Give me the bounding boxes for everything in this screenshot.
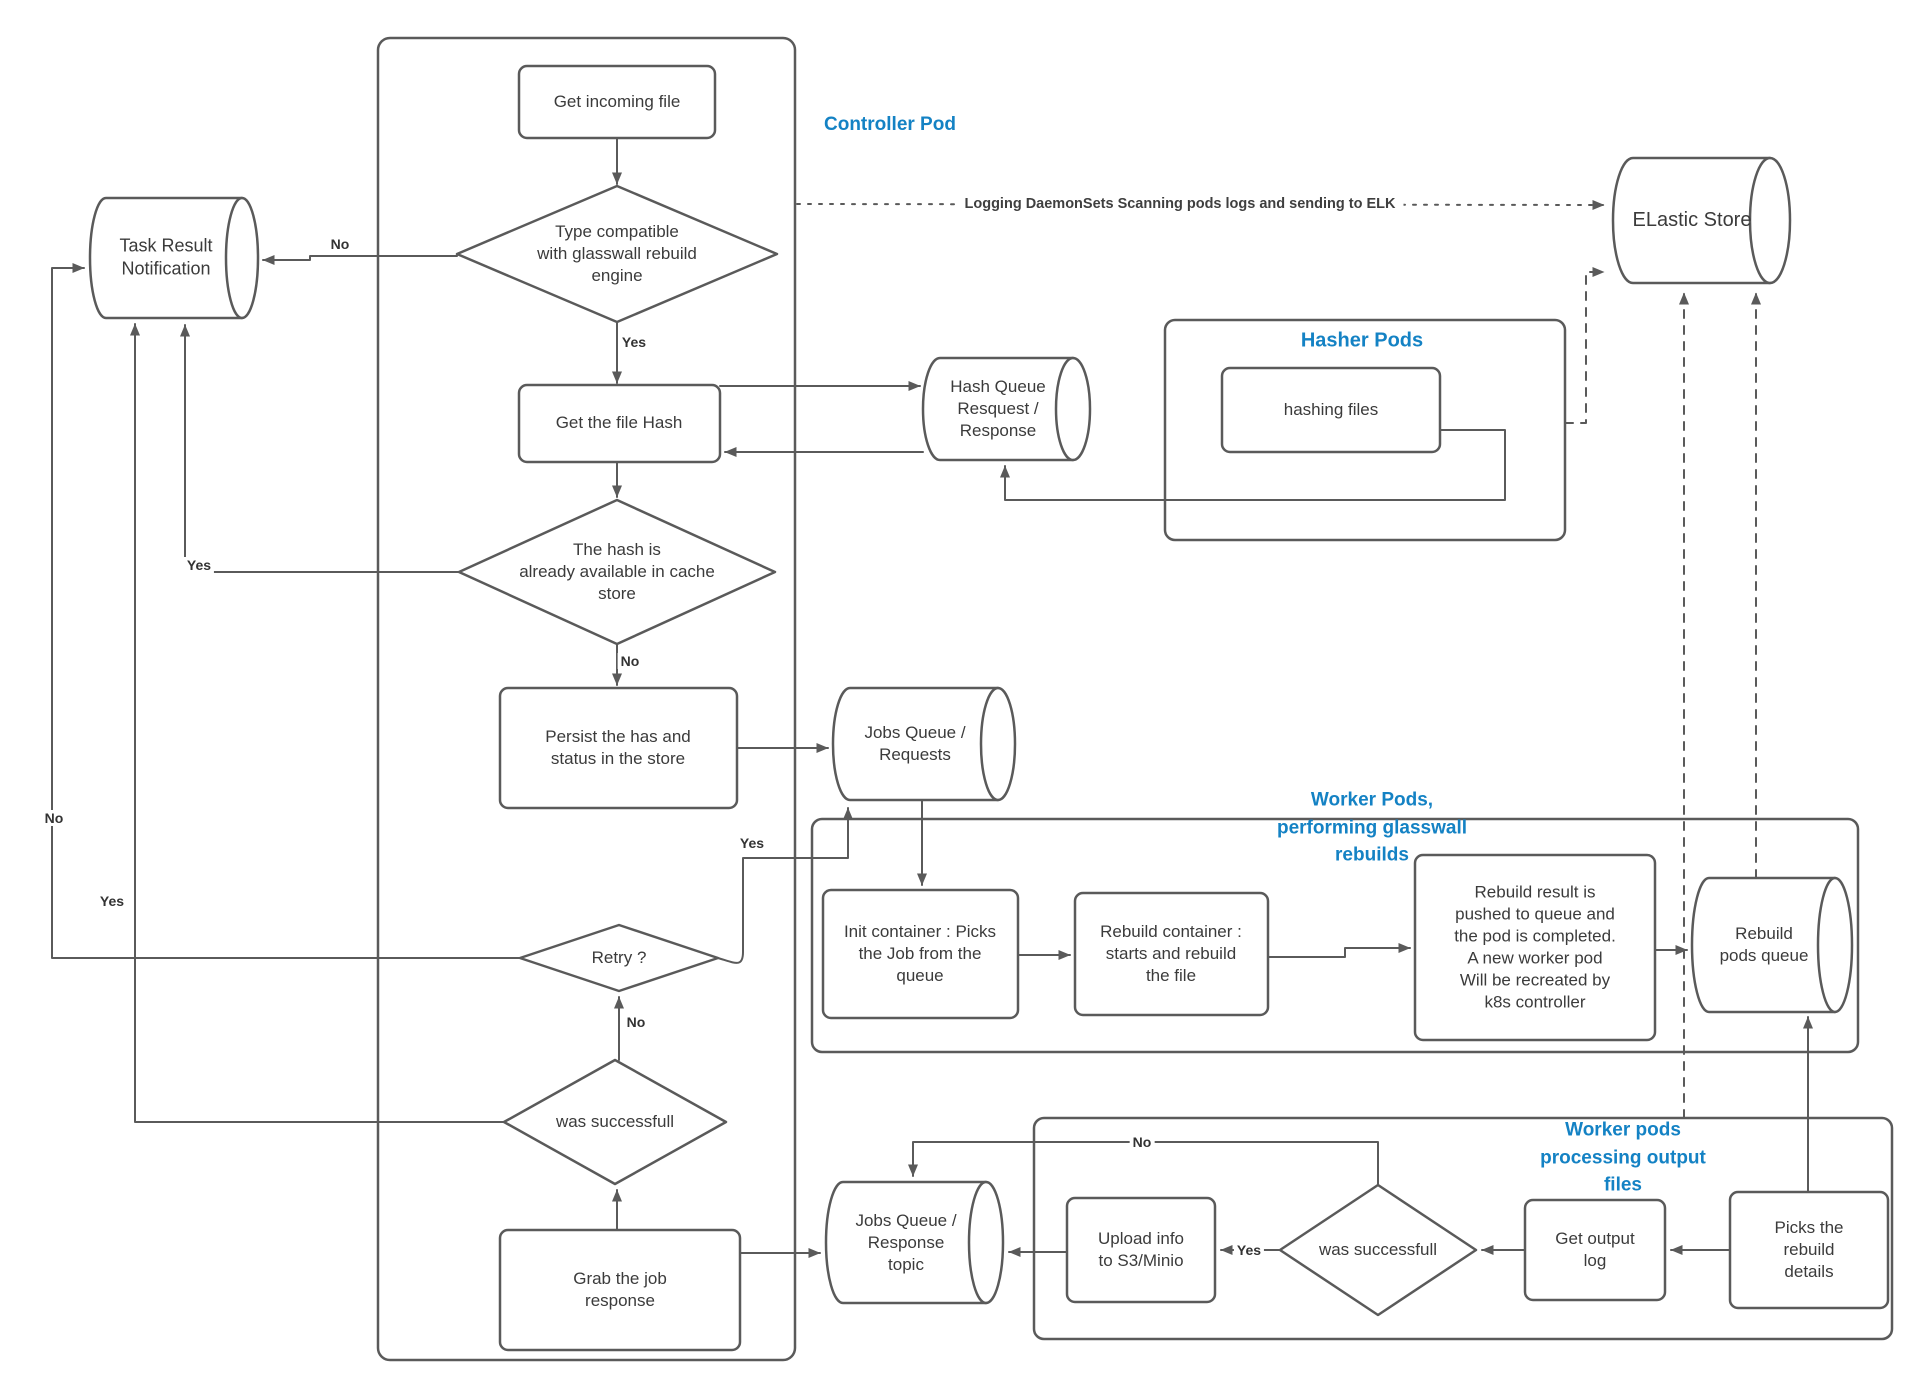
node-picks-rebuild-details [1728, 1190, 1890, 1310]
label-rebuild-pods-queue: Rebuild pods queue [1719, 923, 1809, 965]
edge-type-no-to-task [262, 255, 458, 265]
edge-label-no-wassucc-to-retry: No [623, 1014, 649, 1030]
edge-cache-yes-to-task [180, 324, 460, 573]
label-cache-check: The hash is already available in cache s… [519, 539, 715, 604]
edge-label-yes-wassucc-to-task: Yes [96, 893, 128, 909]
node-rebuild-result [1413, 853, 1657, 1042]
label-hash-queue: Hash Queue Resquest / Response [950, 376, 1046, 441]
edge-label-no-cache-to-persist: No [617, 653, 643, 669]
edge-label-no-type-to-task: No [327, 236, 353, 252]
container-label-worker-rebuild: Worker Pods, performing glasswall rebuil… [1276, 789, 1468, 866]
label-type-compatible: Type compatible with glasswall rebuild e… [537, 221, 697, 286]
container-label-hasher-pods: Hasher Pods [1300, 329, 1424, 352]
label-upload-s3: Upload info to S3/Minio [1097, 1228, 1185, 1270]
node-cache-check-diamond [457, 498, 777, 646]
label-get-incoming: Get incoming file [553, 91, 681, 111]
label-elastic-store: ELastic Store [1632, 209, 1752, 231]
label-jobs-queue-response: Jobs Queue / Response topic [855, 1210, 957, 1275]
edge-retry-no-to-task [51, 263, 521, 959]
label-rebuild-result: Rebuild result is pushed to queue and th… [1454, 882, 1616, 1013]
container-worker-rebuild-pods [810, 817, 1860, 1054]
container-controller-pod [376, 36, 797, 1362]
edge-wassucc-yes-to-task [130, 323, 505, 1123]
container-hasher-pods [1163, 318, 1567, 542]
node-was-successfull-out-diamond [1278, 1183, 1478, 1317]
node-rebuild-pods-queue-cylinder-cap [1816, 876, 1837, 1014]
node-rebuild-container [1073, 891, 1270, 1017]
node-jobs-queue-requests-cylinder-cap [979, 686, 1000, 802]
edge-label-yes-cache-to-task: Yes [183, 557, 215, 573]
label-get-file-hash: Get the file Hash [555, 412, 683, 432]
label-rebuild-container: Rebuild container : starts and rebuild t… [1100, 921, 1242, 986]
node-jobs-queue-response-cylinder-cap [967, 1180, 988, 1305]
node-init-container [821, 888, 1020, 1020]
node-task-result-cylinder-cap [224, 196, 244, 320]
label-task-result: Task Result Notification [119, 235, 213, 279]
node-was-successfull-ctrl-diamond [502, 1058, 728, 1186]
label-was-successfull-ctrl: was successfull [555, 1111, 675, 1131]
edge-label-no-retry-to-task: No [41, 810, 67, 826]
label-hashing-files: hashing files [1283, 399, 1379, 419]
node-grab-job-response [498, 1228, 742, 1352]
label-grab-job: Grab the job response [573, 1268, 667, 1310]
edge-label-no-out-to-response: No [1129, 1134, 1155, 1150]
node-persist-hash [498, 686, 739, 810]
edge-retry-yes-to-jobsqueue [717, 807, 853, 964]
node-elastic-store-cylinder-cap [1748, 156, 1772, 285]
edge-logging-dotted-to-elastic [796, 199, 1605, 210]
node-retry-diamond [518, 923, 720, 993]
label-get-output-log: Get output log [1555, 1228, 1635, 1270]
label-jobs-queue-requests: Jobs Queue / Requests [864, 722, 966, 764]
edge-rebuild-to-result [1267, 943, 1411, 958]
label-persist: Persist the has and status in the store [545, 726, 691, 768]
edge-hasher-dashed-to-elastic [1564, 267, 1605, 424]
node-get-incoming-file [517, 64, 717, 140]
node-hashing-files [1220, 366, 1442, 454]
edge-hashing-loop-to-queue [1000, 429, 1506, 501]
logging-note-label: Logging DaemonSets Scanning pods logs an… [956, 196, 1404, 212]
edge-label-yes-type-to-hash: Yes [618, 334, 650, 350]
label-was-successfull-out: was successfull [1318, 1239, 1438, 1259]
node-type-compatible-diamond [455, 184, 779, 324]
container-worker-output-pods [1032, 1116, 1894, 1341]
label-init-container: Init container : Picks the Job from the … [843, 921, 997, 986]
edge-label-yes-retry-to-queue: Yes [736, 835, 768, 851]
node-get-output-log [1523, 1198, 1667, 1302]
node-hash-queue-cylinder-cap [1054, 356, 1075, 462]
container-label-controller-pod: Controller Pod [824, 114, 956, 136]
edge-label-yes-out-to-upload: Yes [1233, 1242, 1265, 1258]
label-retry: Retry ? [591, 947, 647, 967]
label-picks-details: Picks the rebuild details [1774, 1217, 1844, 1282]
node-upload-s3 [1065, 1196, 1217, 1304]
node-get-file-hash [517, 383, 722, 464]
container-label-worker-output: Worker pods processing output files [1540, 1119, 1706, 1196]
